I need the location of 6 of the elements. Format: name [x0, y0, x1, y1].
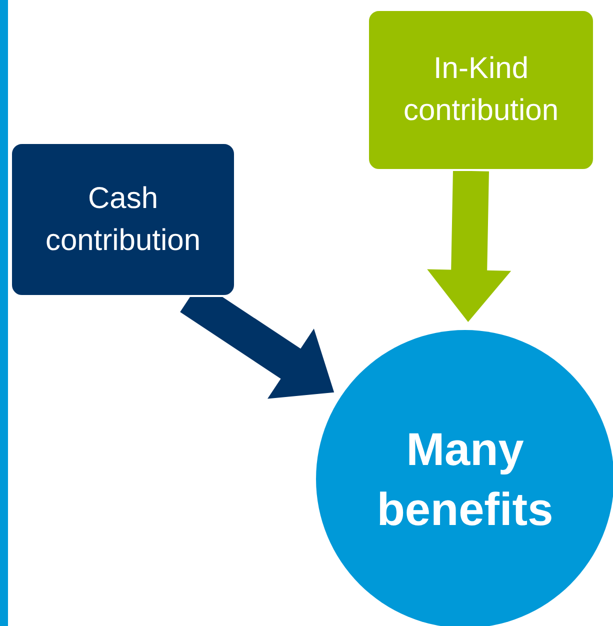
process-box: [10, 142, 236, 297]
node-label: Cash contribution: [44, 180, 202, 258]
node-label: In-Kind contribution: [402, 51, 560, 129]
node-label: Many benefits: [376, 422, 554, 537]
block-arrow: [427, 170, 512, 322]
process-box: [367, 9, 595, 171]
